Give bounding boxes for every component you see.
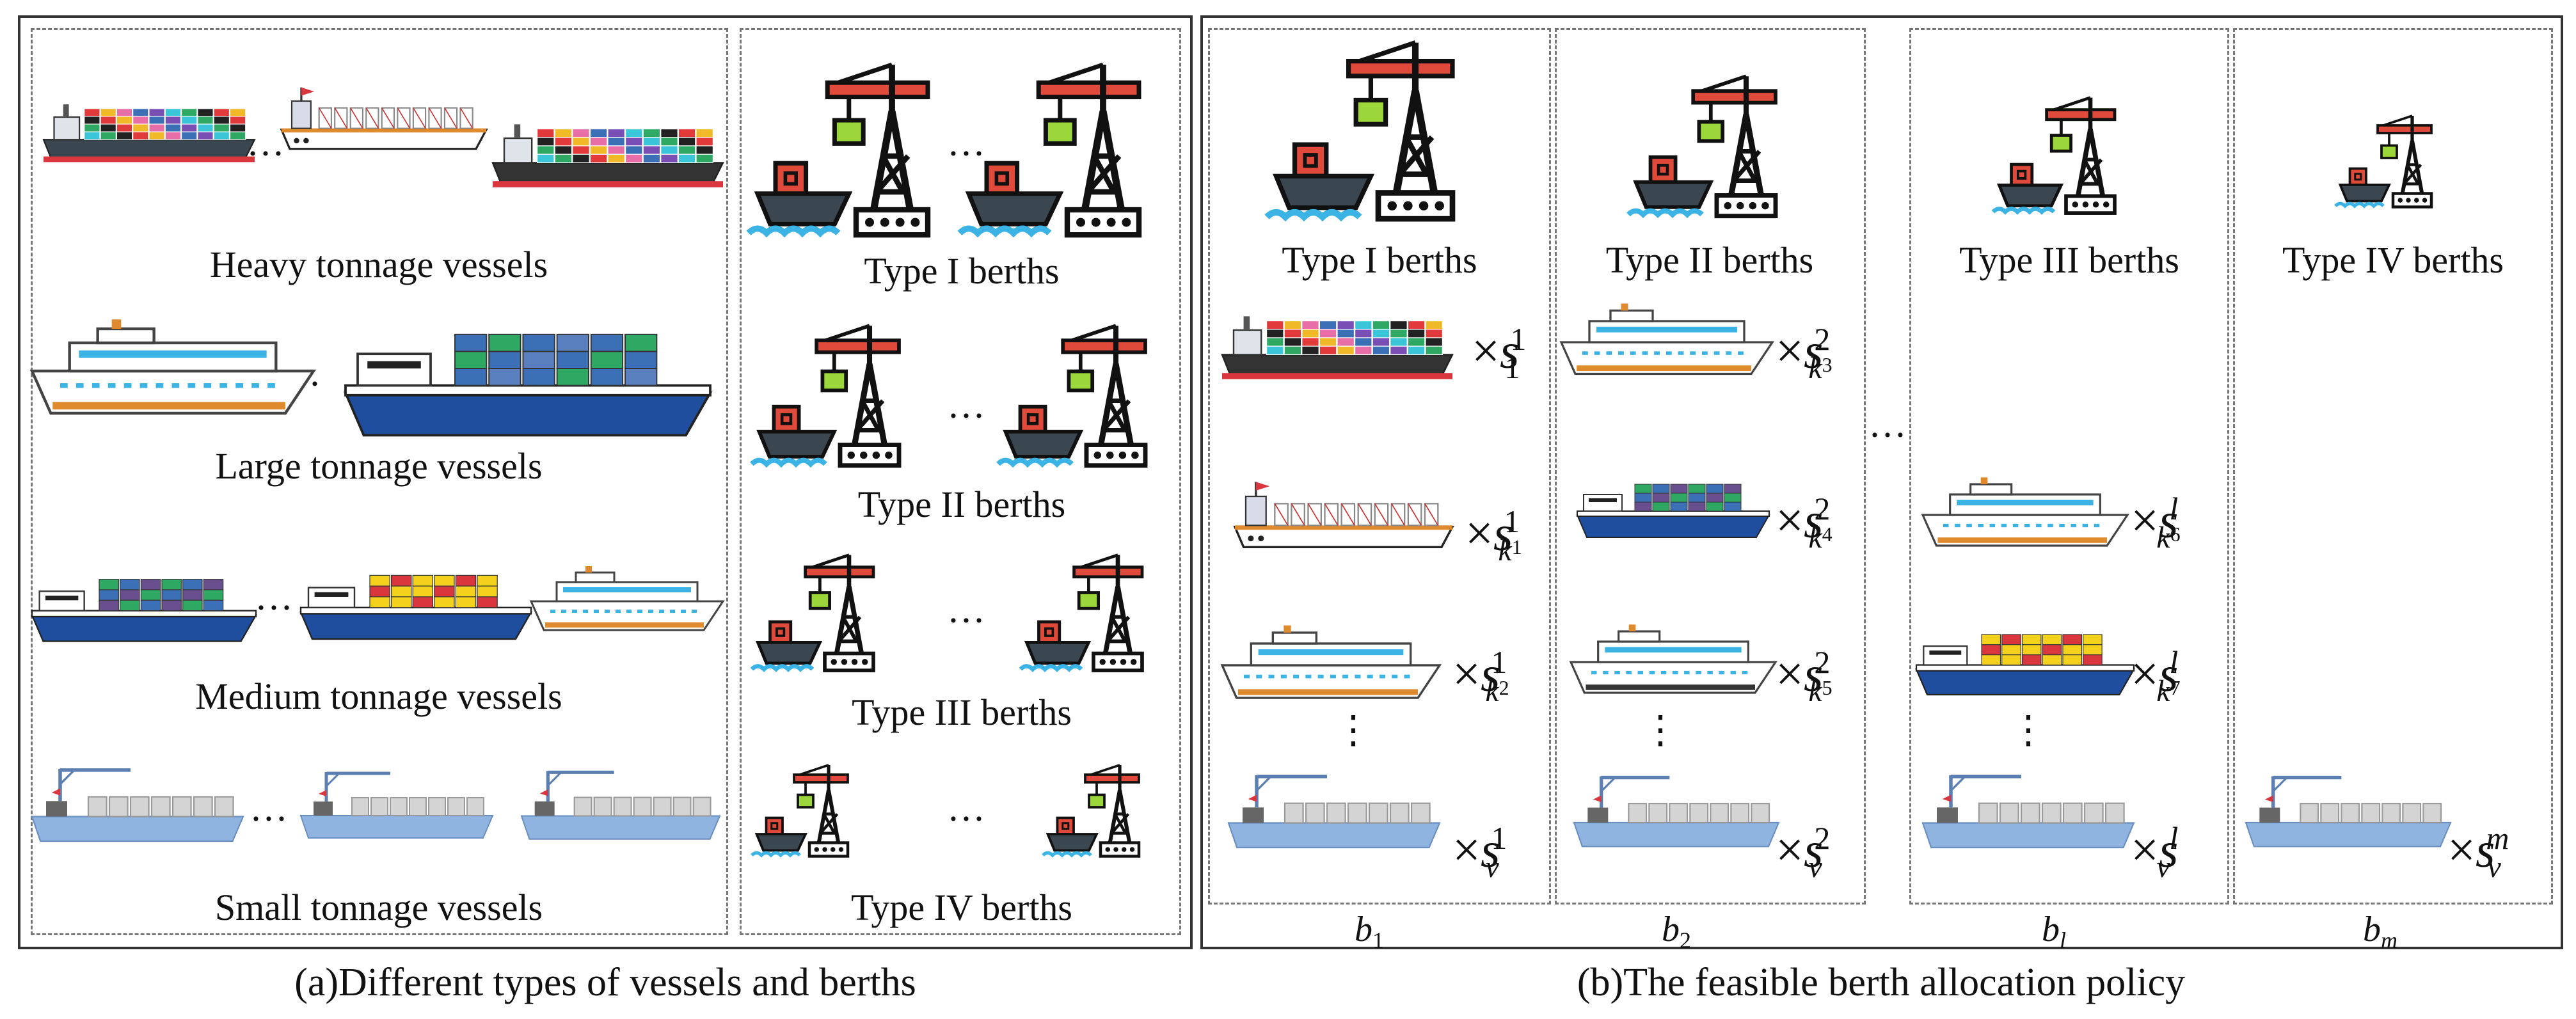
bm-vessel-1-icon [2245, 775, 2452, 848]
medium-vessel-3-icon [529, 566, 725, 631]
mult-bl-row1: ×slk6 [2131, 491, 2181, 555]
mult-b2-row1: ×s2k3 [1776, 321, 1833, 386]
type-ii-berth-1-icon [750, 324, 902, 468]
ellipsis-small: ··· [250, 798, 288, 840]
bl-vessel-1-icon [1921, 477, 2129, 547]
small-vessel-1-icon [31, 768, 244, 842]
type-iv-berth-1-icon [751, 764, 850, 858]
mult-b1-row1: ×s11 [1472, 321, 1527, 386]
column-bl-box [1909, 28, 2229, 904]
label-bl: bl [2041, 910, 2067, 953]
b1-vessel-1-icon [1221, 316, 1454, 379]
vdots-bl: ⋮ [2009, 709, 2047, 751]
small-tonnage-label: Small tonnage vessels [214, 887, 543, 928]
heavy-tonnage-label: Heavy tonnage vessels [209, 244, 548, 285]
panel-a [18, 15, 1193, 949]
medium-vessel-2-icon [299, 574, 533, 640]
ellipsis-type-ii: ··· [947, 395, 985, 437]
bm-berth-icon [2334, 115, 2433, 209]
column-b1-header: Type I berths [1282, 239, 1477, 281]
type-iii-berths-label: Type III berths [852, 691, 1072, 733]
label-b1: b1 [1355, 910, 1384, 953]
bl-vessel-3-icon [1921, 775, 2135, 849]
b1-vessel-3-icon [1220, 625, 1442, 699]
type-i-berth-1-icon [746, 62, 931, 238]
medium-tonnage-label: Medium tonnage vessels [195, 675, 562, 717]
column-bm-box [2233, 28, 2553, 904]
mult-b1-row3: ×s1k2 [1452, 644, 1509, 709]
medium-vessel-1-icon [31, 579, 258, 642]
b1-vessel-2-icon [1233, 482, 1454, 549]
type-i-berth-2-icon [957, 62, 1142, 238]
mult-bl-row2: ×slk7 [2131, 644, 2181, 709]
vdots-b1: ⋮ [1334, 709, 1372, 751]
mult-b2-row3: ×s2k5 [1776, 644, 1833, 709]
caption-a: (a)Different types of vessels and berths [294, 961, 916, 1004]
large-vessel-2-icon [344, 333, 713, 437]
mult-b2-row4: ×s2v [1776, 820, 1831, 885]
small-vessel-2-icon [299, 771, 494, 839]
mult-bl-row3: ×slv [2131, 820, 2179, 885]
panel-a-berths-box [740, 28, 1181, 935]
large-vessel-1-icon [29, 319, 317, 415]
heavy-vessel-3-icon [491, 124, 724, 187]
column-bm-header: Type IV berths [2282, 239, 2504, 281]
type-ii-berths-label: Type II berths [857, 484, 1066, 525]
label-bm: bm [2363, 910, 2397, 953]
ellipsis-type-i: ··· [947, 132, 985, 175]
column-b2-box [1555, 28, 1866, 904]
type-ii-berth-2-icon [996, 324, 1148, 468]
vdots-b2: ⋮ [1641, 709, 1680, 751]
ellipsis-type-iii: ··· [947, 599, 985, 642]
ellipsis-medium: ··· [255, 587, 293, 629]
mult-b1-row4: ×s1v [1452, 820, 1507, 885]
type-i-berths-label: Type I berths [864, 250, 1060, 292]
large-tonnage-label: Large tonnage vessels [215, 445, 543, 487]
caption-b: (b)The feasible berth allocation policy [1577, 961, 2186, 1004]
heavy-vessel-2-icon [280, 87, 488, 150]
column-bl-header: Type III berths [1959, 239, 2179, 281]
type-iv-berth-2-icon [1042, 764, 1141, 858]
type-iii-berth-2-icon [1019, 553, 1144, 672]
bl-vessel-2-icon [1915, 634, 2135, 696]
mult-b2-row2: ×s2k4 [1776, 491, 1833, 555]
b2-berth-icon [1626, 74, 1778, 219]
type-iv-berths-label: Type IV berths [850, 887, 1073, 928]
b2-vessel-3-icon [1569, 624, 1777, 694]
mult-bm-row1: ×smv [2447, 820, 2509, 885]
mult-b1-row2: ×s1k1 [1465, 503, 1522, 568]
b2-vessel-4-icon [1573, 775, 1780, 848]
b2-vessel-2-icon [1576, 484, 1770, 538]
b1-berth-icon [1264, 40, 1456, 222]
column-b2-header: Type II berths [1605, 239, 1814, 281]
panel-a-vessels-box [31, 28, 728, 935]
ellipsis-type-iv: ··· [947, 798, 985, 840]
b1-vessel-4-icon [1227, 775, 1441, 849]
bl-berth-icon [1991, 96, 2117, 215]
column-b1-box [1208, 28, 1551, 904]
type-iii-berth-1-icon [750, 553, 875, 672]
small-vessel-3-icon [520, 770, 721, 840]
b2-vessel-1-icon [1559, 303, 1775, 375]
panel-b [1200, 15, 2563, 949]
label-b2: b2 [1662, 910, 1691, 953]
ellipsis-columns: ··· [1868, 414, 1907, 456]
heavy-vessel-1-icon [42, 104, 256, 162]
